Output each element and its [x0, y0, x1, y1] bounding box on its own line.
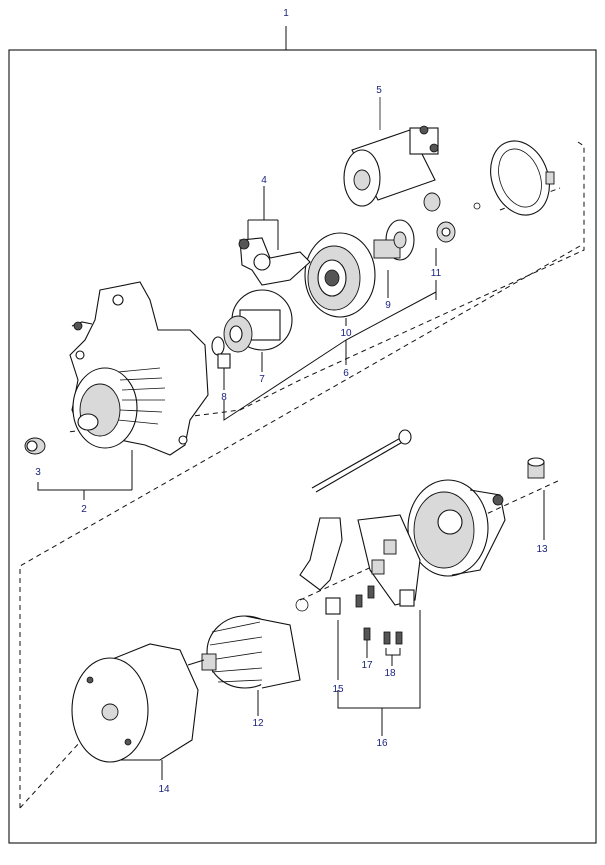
group-bracket-16: [337, 610, 421, 709]
callout-9: 9: [385, 300, 391, 311]
part-brush-spring: [295, 517, 343, 615]
callout-4: 4: [261, 175, 267, 186]
part-internal-gear: [304, 232, 376, 318]
callout-10: 10: [340, 328, 352, 339]
part-solenoid: [343, 125, 439, 207]
callout-labels: 1 2 3 4 5 6 7 8 9 10 11 12 13 14 15 16 1…: [35, 8, 548, 795]
callout-14: 14: [158, 784, 170, 795]
part-shaft-plate: [373, 219, 415, 261]
part-brush-cover-ring: [473, 140, 555, 216]
callout-15: 15: [332, 684, 344, 695]
callout-2: 2: [81, 504, 87, 515]
callout-11: 11: [431, 268, 442, 279]
callout-13: 13: [536, 544, 548, 555]
callout-17: 17: [361, 660, 373, 671]
part-brush-holder: [357, 514, 421, 607]
callout-18: 18: [384, 668, 396, 679]
callout-12: 12: [252, 718, 264, 729]
callout-3: 3: [35, 467, 41, 478]
part-overrunning-clutch: [223, 289, 293, 353]
part-rear-end-frame: [407, 479, 506, 577]
part-bush: [24, 437, 46, 455]
part-armature: [187, 615, 301, 689]
part-lever: [238, 237, 311, 286]
group-bracket-6: [223, 291, 437, 421]
callout-5: 5: [376, 85, 382, 96]
part-planetary-gears: [423, 192, 456, 243]
part-yoke: [71, 643, 199, 763]
callout-16: 16: [376, 738, 388, 749]
callout-1: 1: [283, 8, 289, 19]
part-through-bolt: [311, 429, 412, 493]
part-drive-housing: [69, 281, 209, 456]
callout-6: 6: [343, 368, 349, 379]
callout-8: 8: [221, 392, 227, 403]
assembly-frame: [8, 49, 597, 844]
part-stop-ring: [211, 336, 231, 369]
callout-7: 7: [259, 374, 265, 385]
part-rear-bush: [527, 457, 545, 479]
